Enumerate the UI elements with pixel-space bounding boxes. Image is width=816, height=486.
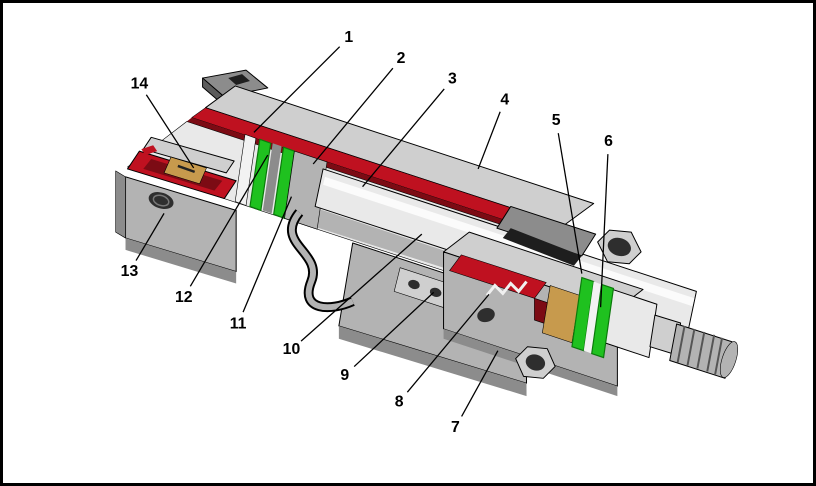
leader-line-3 [362, 88, 445, 188]
left-end-cap [115, 136, 237, 284]
bore-shadow [313, 208, 470, 275]
callout-number-13: 13 [121, 263, 139, 280]
rear-mounting-block [496, 205, 597, 266]
cushion-spring-band [287, 209, 355, 313]
leader-line-10 [300, 233, 423, 342]
leader-line-6 [599, 154, 609, 308]
piston-washer [234, 134, 257, 206]
callout-number-10: 10 [283, 341, 301, 358]
callout-number-11: 11 [230, 315, 247, 332]
leader-line-1 [253, 46, 341, 133]
callout-number-4: 4 [500, 91, 509, 108]
cushion-adjuster [163, 156, 207, 185]
piston-assembly [234, 134, 328, 230]
leader-line-4 [477, 111, 501, 170]
leader-line-11 [242, 196, 293, 313]
rod-end [601, 287, 739, 379]
rod-seal-spacer [583, 281, 602, 354]
hex-nut-top-hole [607, 237, 631, 257]
piston-seal-ring-1 [249, 138, 272, 212]
bracket-hole-2 [429, 287, 442, 297]
leader-line-9 [353, 291, 435, 368]
rod-seal-ring-2 [591, 283, 615, 359]
callout-number-1: 1 [344, 29, 353, 46]
leader-line-7 [461, 350, 499, 417]
leader-line-5 [557, 133, 583, 274]
right-cap-port-hole [477, 308, 495, 323]
rod-seal-rings [571, 276, 615, 359]
callout-number-3: 3 [448, 71, 457, 88]
rod-seal-spring [485, 280, 528, 297]
callout-number-2: 2 [397, 50, 406, 67]
callout-number-14: 14 [131, 75, 149, 92]
callout-number-7: 7 [451, 419, 460, 436]
callout-number-6: 6 [604, 133, 613, 150]
callout-number-9: 9 [340, 367, 349, 384]
callout-number-8: 8 [395, 394, 404, 411]
left-cap-side-face [115, 170, 126, 239]
leader-line-14 [145, 94, 195, 169]
piston-spacer [262, 143, 282, 214]
bracket-hole-1 [408, 279, 420, 290]
left-cap-red-tab [141, 145, 158, 156]
left-cap-top-step [142, 136, 235, 174]
top-port-boss [202, 69, 269, 107]
hex-nut-bottom-hole [525, 354, 546, 371]
leader-line-12 [189, 154, 269, 287]
leader-line-13 [135, 213, 165, 261]
cushion-adjuster-slot [177, 164, 196, 174]
callout-number-12: 12 [175, 289, 193, 306]
callout-number-5: 5 [552, 112, 561, 129]
piston-body [284, 150, 328, 230]
leader-line-8 [406, 293, 490, 393]
leader-line-2 [312, 67, 394, 165]
